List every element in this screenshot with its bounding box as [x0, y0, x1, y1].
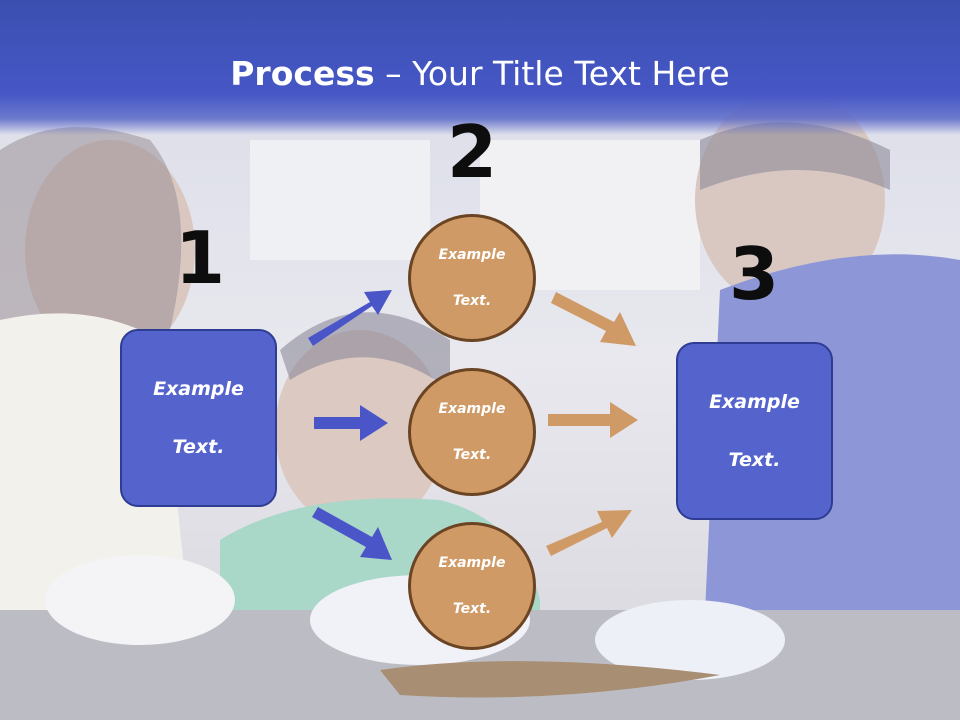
step-number-3: 3 [728, 232, 780, 316]
circle-top-line-2: Text. [452, 292, 492, 309]
circle-bottom-line-1: Example [438, 554, 506, 571]
step-number-1: 1 [174, 216, 226, 300]
circle-middle: Example Text. [408, 368, 536, 496]
circle-middle-line-1: Example [438, 400, 506, 417]
circle-bottom-line-2: Text. [452, 600, 492, 617]
right-box-line-1: Example [709, 390, 800, 413]
left-text-box: Example Text. [120, 329, 277, 507]
right-box-line-2: Text. [728, 448, 781, 471]
left-box-line-2: Text. [172, 435, 225, 458]
title-rest-part: – Your Title Text Here [374, 54, 730, 93]
left-box-line-1: Example [153, 377, 244, 400]
page-title: Process – Your Title Text Here [0, 52, 960, 96]
right-text-box: Example Text. [676, 342, 833, 520]
circle-middle-line-2: Text. [452, 446, 492, 463]
header-band [0, 0, 960, 135]
title-bold-part: Process [230, 54, 375, 93]
circle-bottom: Example Text. [408, 522, 536, 650]
circle-top: Example Text. [408, 214, 536, 342]
step-number-2: 2 [446, 110, 498, 194]
circle-top-line-1: Example [438, 246, 506, 263]
